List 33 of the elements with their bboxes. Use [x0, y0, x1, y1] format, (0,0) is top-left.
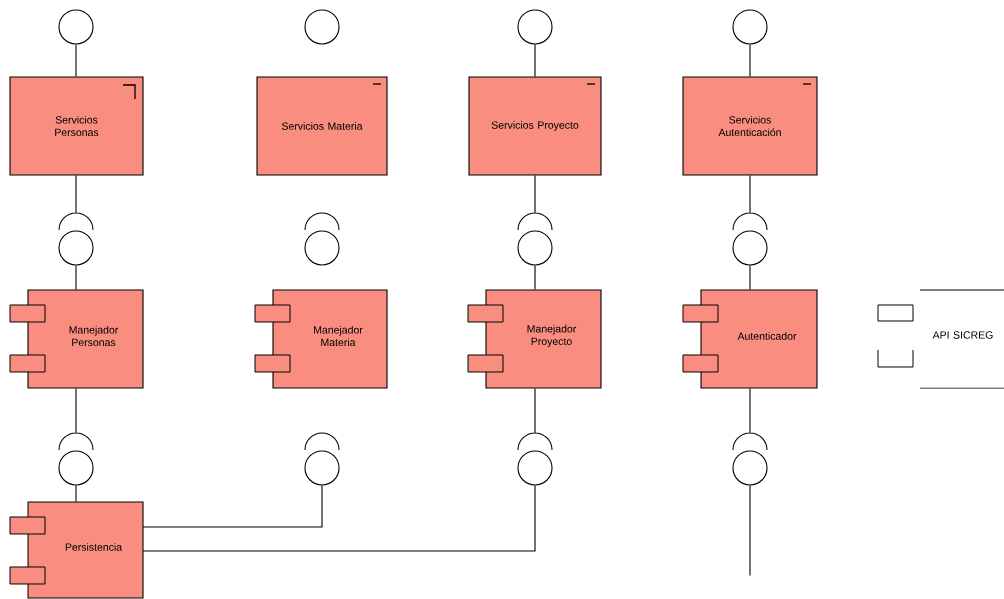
component-box: Autenticador — [682, 289, 818, 389]
component-box: Manejador Personas — [9, 289, 144, 389]
interface-circle — [517, 450, 553, 486]
connector — [749, 484, 751, 577]
interface-circle — [304, 450, 340, 486]
connector — [75, 484, 77, 502]
interface-circle — [732, 450, 768, 486]
component-box: Servicios Autenticación — [682, 76, 818, 176]
interface-circle — [732, 230, 768, 266]
connector — [749, 265, 751, 290]
connector — [534, 44, 536, 77]
interface-circle — [58, 9, 94, 45]
interface-circle — [517, 9, 553, 45]
component-box: Persistencia — [9, 501, 144, 599]
connector — [75, 44, 77, 77]
interface-circle — [517, 230, 553, 266]
node-label: API SICREG — [932, 331, 993, 339]
component-box: Servicios Proyecto — [468, 76, 602, 176]
interface-circle — [58, 230, 94, 266]
interface-circle — [304, 9, 340, 45]
connector — [749, 44, 751, 77]
component-box: Servicios Personas — [9, 76, 144, 176]
interface-circle — [58, 450, 94, 486]
component-box: Manejador Proyecto — [467, 289, 602, 389]
connector — [75, 265, 77, 290]
connector — [142, 484, 536, 552]
component-box: Servicios Materia — [256, 76, 388, 176]
interface-circle — [732, 9, 768, 45]
connector — [534, 265, 536, 290]
connector — [142, 484, 323, 528]
interface-circle — [304, 230, 340, 266]
component-box: API SICREG — [877, 289, 1004, 389]
component-box: Manejador Materia — [254, 289, 388, 389]
